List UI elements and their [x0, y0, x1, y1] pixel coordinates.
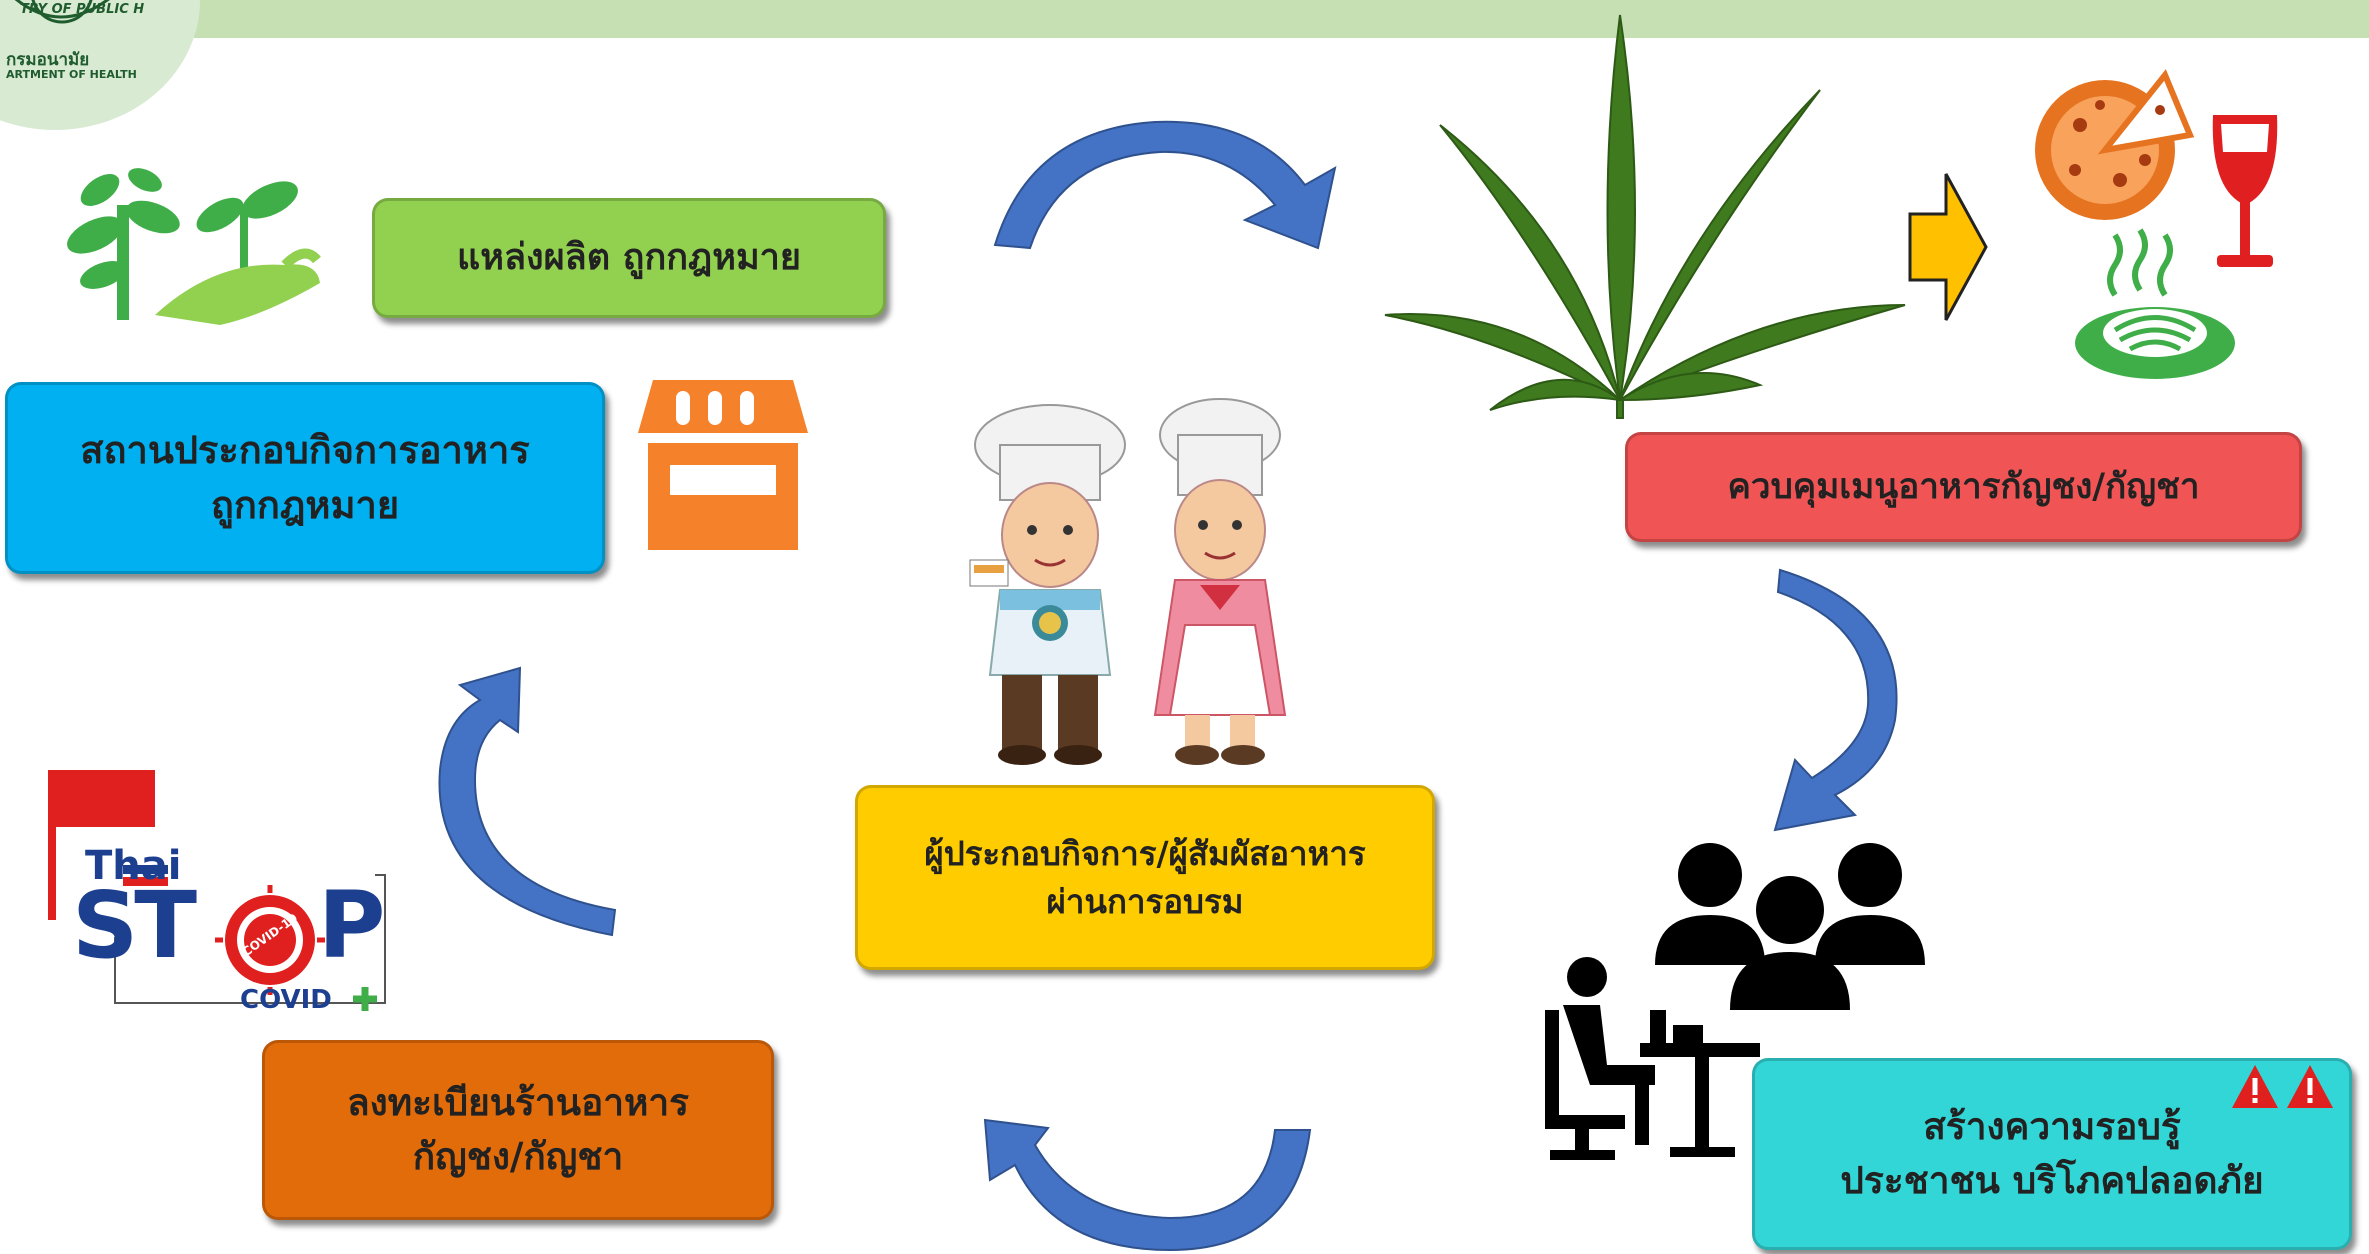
legal-source-label: แหล่งผลิต ถูกกฎหมาย	[457, 236, 801, 278]
logo-stop-word-right: P	[318, 872, 386, 979]
menu-control-label: ควบคุมเมนูอาหารกัญชง/กัญชา	[1727, 466, 2200, 507]
register-line-2: กัญชง/กัญชา	[412, 1135, 624, 1178]
arrow-bottom	[983, 1118, 1312, 1252]
trained-line-1: ผู้ประกอบกิจการ/ผู้สัมผัสอาหาร	[924, 833, 1366, 873]
diner-icon	[1545, 957, 1760, 1160]
warning-icon	[2232, 1065, 2333, 1108]
register-restaurant-box: ลงทะเบียนร้านอาหาร กัญชง/กัญชา	[262, 1040, 774, 1220]
arrow-left	[438, 666, 617, 937]
logo-thai-word: Thai	[85, 843, 182, 889]
pizza-icon	[2035, 69, 2195, 220]
people-group-icon	[1655, 843, 1925, 1010]
arrow-right	[1773, 568, 1898, 832]
female-chef	[1153, 398, 1287, 765]
trained-operators-box: ผู้ประกอบกิจการ/ผู้สัมผัสอาหาร ผ่านการอบ…	[855, 785, 1435, 970]
establishment-line-1: สถานประกอบกิจการอาหาร	[80, 427, 530, 472]
awareness-line-2: ประชาชน บริโภคปลอดภัย	[1840, 1159, 2264, 1202]
logo-english-name: ARTMENT OF HEALTH	[6, 68, 137, 81]
wine-glass-icon	[2212, 115, 2278, 267]
register-line-1: ลงทะเบียนร้านอาหาร	[346, 1081, 690, 1125]
logo-thai-name: กรมอนามัย	[6, 50, 90, 70]
top-bar	[0, 0, 2369, 38]
male-chef	[969, 404, 1126, 765]
shop-stall-icon	[638, 380, 808, 550]
plant-hand-icon	[67, 168, 321, 325]
awareness-line-1: สร้างความรอบรู้	[1923, 1105, 2181, 1149]
menu-control-box: ควบคุมเมนูอาหารกัญชง/กัญชา	[1625, 432, 2302, 542]
logo-covid-word: COVID	[240, 985, 332, 1015]
legal-establishment-box: สถานประกอบกิจการอาหาร ถูกกฎหมาย	[5, 382, 605, 574]
noodle-dish-icon	[2075, 228, 2235, 379]
establishment-line-2: ถูกกฎหมาย	[210, 483, 400, 527]
trained-line-2: ผ่านการอบรม	[1046, 881, 1244, 921]
thai-stop-covid-logo	[48, 770, 386, 1011]
logo-stop-word-left: ST	[72, 872, 197, 979]
cannabis-leaf-icon	[1384, 14, 1906, 419]
right-arrow-icon	[1908, 173, 1988, 321]
logo-seal-text: TRY OF PUBLIC H	[20, 2, 145, 17]
arrow-top	[993, 120, 1337, 250]
legal-source-box: แหล่งผลิต ถูกกฎหมาย	[372, 198, 886, 318]
seal-icon	[14, 0, 110, 24]
chefs-illustration	[969, 398, 1287, 765]
